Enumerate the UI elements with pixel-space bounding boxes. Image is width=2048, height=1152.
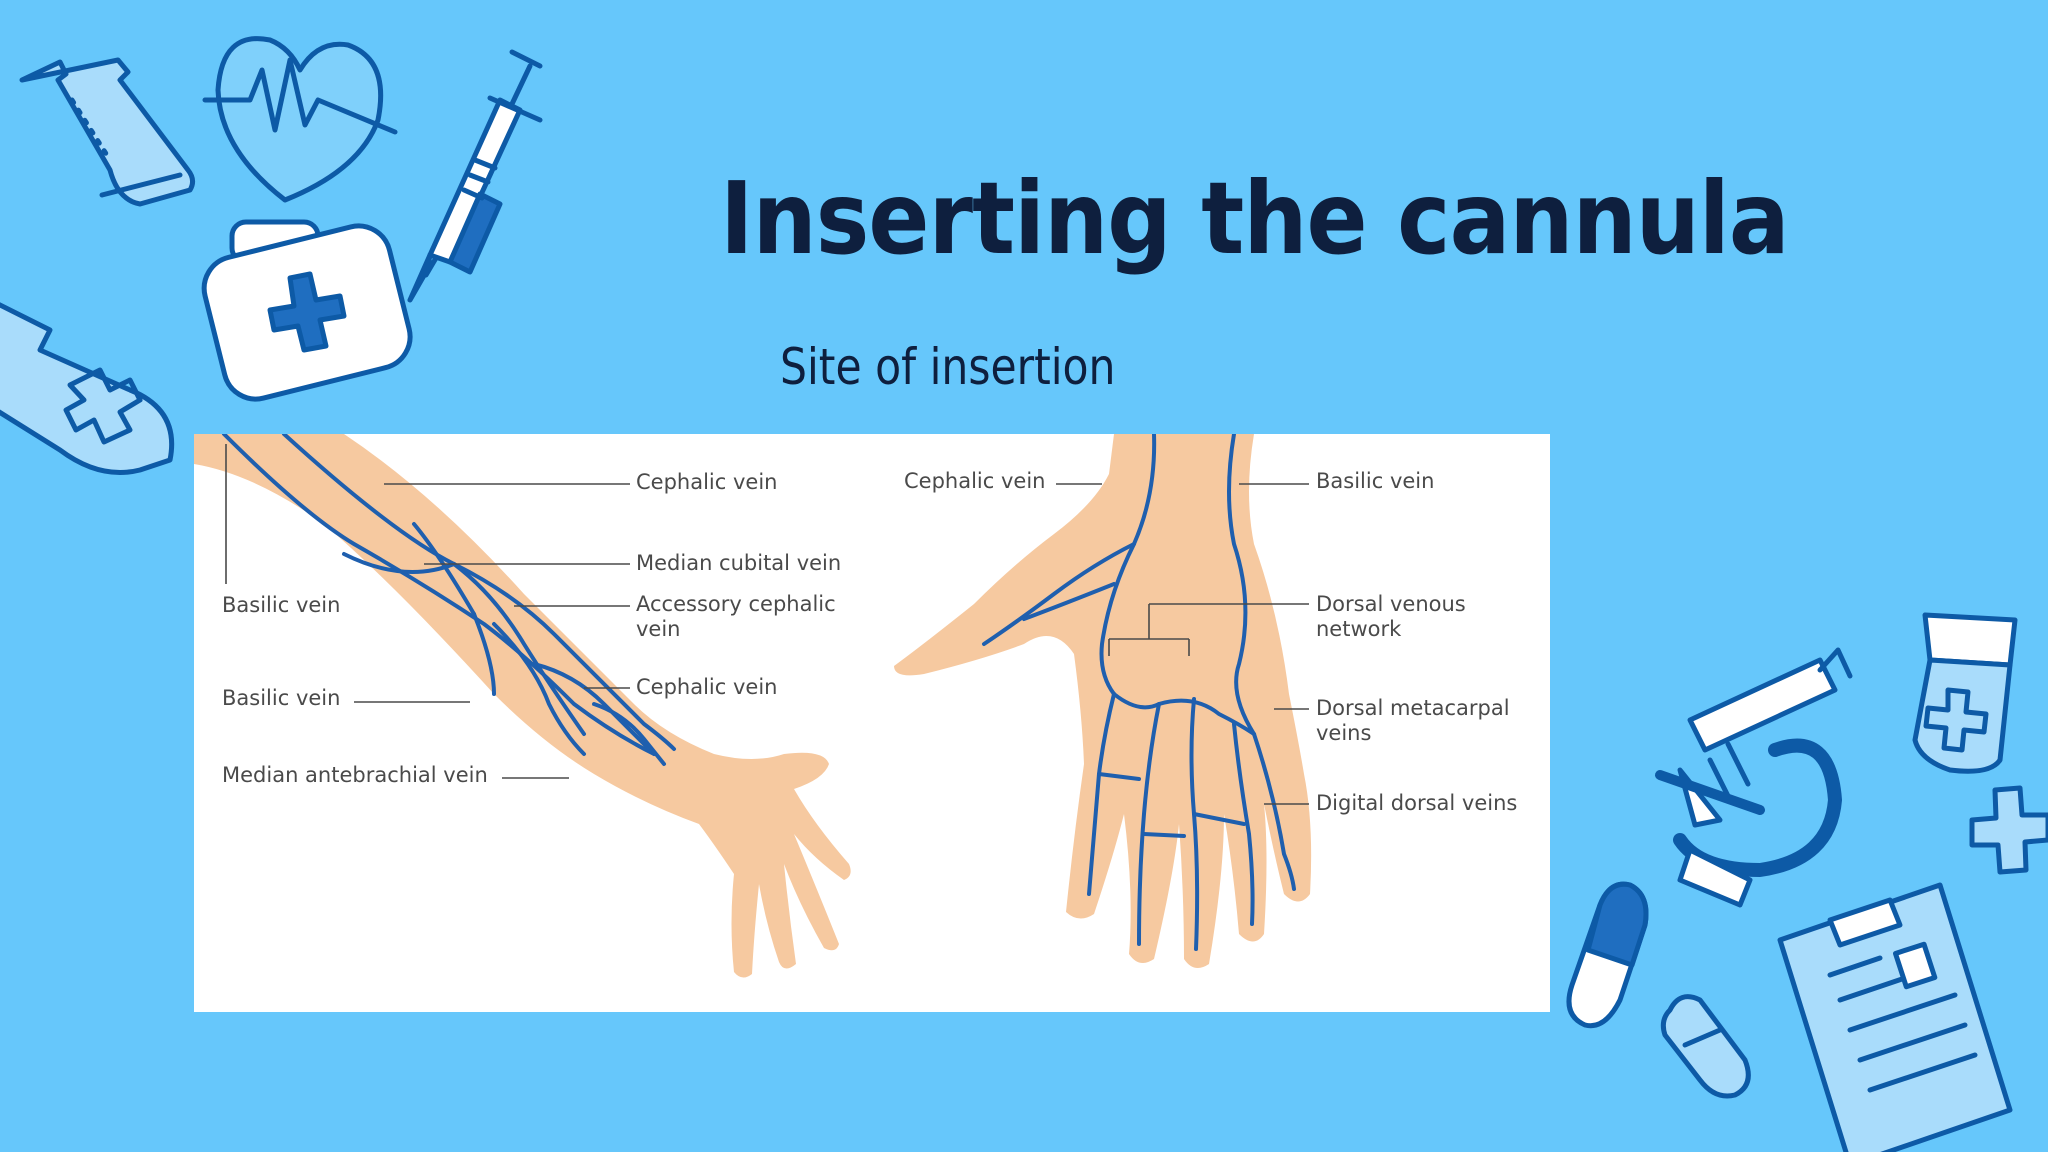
label-digital-dorsal-veins: Digital dorsal veins (1316, 791, 1518, 815)
pill-icon (1660, 994, 1751, 1099)
label-basilic-vein-lower: Basilic vein (222, 686, 341, 710)
label-dorsal-metacarpal-line1: Dorsal metacarpal (1316, 696, 1510, 720)
plus-icon (1969, 785, 2048, 875)
capsule-icon (1566, 881, 1649, 1029)
slide-title: Inserting the cannula (720, 160, 1790, 277)
label-cephalic-vein-hand: Cephalic vein (904, 469, 1046, 493)
label-basilic-vein-hand: Basilic vein (1316, 469, 1435, 493)
pill-jar-icon (1912, 612, 2018, 774)
label-dorsal-venous-line2: network (1316, 617, 1402, 641)
heart-ecg-icon (202, 36, 398, 203)
leader-lines (225, 444, 1309, 805)
hand-illustration (894, 434, 1312, 968)
forearm-illustration (194, 434, 851, 978)
label-basilic-vein-upper: Basilic vein (222, 593, 341, 617)
syringe-icon (407, 49, 543, 303)
first-aid-kit-icon (201, 219, 413, 402)
slide-subtitle: Site of insertion (780, 338, 1116, 396)
vein-diagram (194, 434, 1312, 978)
label-median-antebrachial-vein: Median antebrachial vein (222, 763, 488, 787)
flask-icon (19, 57, 196, 207)
label-accessory-cephalic-line1: Accessory cephalic (636, 592, 836, 616)
label-cephalic-vein-lower: Cephalic vein (636, 675, 778, 699)
clipboard-icon (1777, 882, 2013, 1152)
label-cephalic-vein-arm: Cephalic vein (636, 470, 778, 494)
medicine-bottle-icon (0, 302, 175, 475)
label-median-cubital-vein: Median cubital vein (636, 551, 842, 575)
vein-diagram-panel: Cephalic vein Median cubital vein Access… (194, 434, 1550, 1012)
label-dorsal-venous-line1: Dorsal venous (1316, 592, 1466, 616)
microscope-icon (1655, 647, 1853, 908)
label-dorsal-metacarpal-line2: veins (1316, 721, 1372, 745)
label-accessory-cephalic-line2: vein (636, 617, 681, 641)
